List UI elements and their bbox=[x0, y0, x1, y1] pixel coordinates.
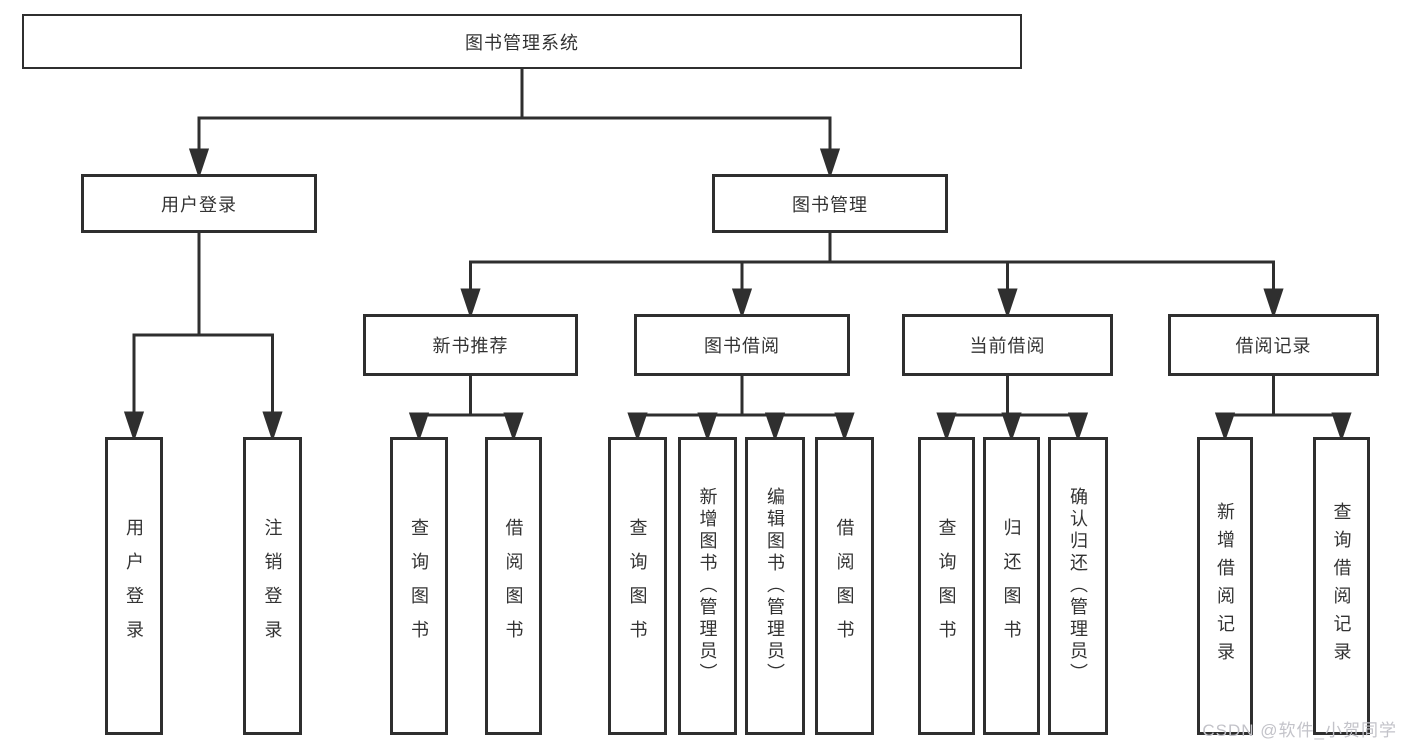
arrow-down-icon bbox=[1214, 412, 1236, 442]
arrow-down-icon bbox=[460, 288, 481, 319]
arrow-down-icon bbox=[1331, 412, 1352, 442]
node-bb-add-books-admin: 新增图书（管理员） bbox=[678, 437, 737, 735]
arrow-down-icon bbox=[731, 288, 753, 319]
node-bb-borrow-books: 借阅图书 bbox=[815, 437, 874, 735]
arrow-down-icon bbox=[123, 411, 145, 442]
arrow-down-icon bbox=[408, 412, 430, 442]
node-current-borrow: 当前借阅 bbox=[902, 314, 1113, 376]
node-cb-query-books: 查询图书 bbox=[918, 437, 975, 735]
node-login: 用户登录 bbox=[105, 437, 163, 735]
node-root: 图书管理系统 bbox=[22, 14, 1022, 69]
arrow-down-icon bbox=[188, 148, 210, 179]
node-cb-return-books: 归还图书 bbox=[983, 437, 1040, 735]
node-br-add-record: 新增借阅记录 bbox=[1197, 437, 1253, 735]
arrow-down-icon bbox=[627, 412, 648, 442]
node-borrow-records: 借阅记录 bbox=[1168, 314, 1379, 376]
arrow-down-icon bbox=[1067, 412, 1089, 442]
arrow-down-icon bbox=[503, 412, 524, 442]
arrow-down-icon bbox=[936, 412, 957, 442]
node-logout: 注销登录 bbox=[243, 437, 302, 735]
arrow-down-icon bbox=[1263, 288, 1284, 319]
arrow-down-icon bbox=[997, 288, 1018, 319]
arrow-down-icon bbox=[1001, 412, 1022, 442]
arrow-down-icon bbox=[819, 148, 841, 179]
arrow-down-icon bbox=[697, 412, 718, 442]
node-book-borrow: 图书借阅 bbox=[634, 314, 850, 376]
node-bb-query-books: 查询图书 bbox=[608, 437, 667, 735]
node-nb-query-books: 查询图书 bbox=[390, 437, 448, 735]
node-book-management: 图书管理 bbox=[712, 174, 948, 233]
node-bb-edit-books-admin: 编辑图书（管理员） bbox=[745, 437, 805, 735]
node-cb-confirm-return-admin: 确认归还（管理员） bbox=[1048, 437, 1108, 735]
arrow-down-icon bbox=[764, 412, 786, 442]
node-user-login: 用户登录 bbox=[81, 174, 317, 233]
node-nb-borrow-books: 借阅图书 bbox=[485, 437, 542, 735]
node-new-book-recommend: 新书推荐 bbox=[363, 314, 578, 376]
arrow-down-icon bbox=[262, 411, 283, 442]
node-br-query-record: 查询借阅记录 bbox=[1313, 437, 1370, 735]
watermark: CSDN @软件_小贺同学 bbox=[1202, 721, 1397, 740]
arrow-down-icon bbox=[834, 412, 855, 442]
